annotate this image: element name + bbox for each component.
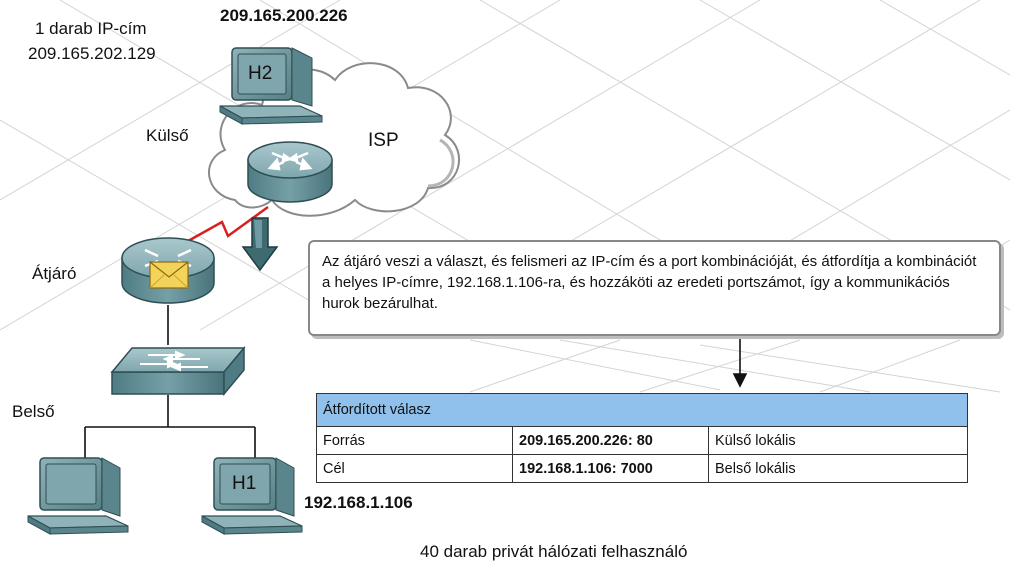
row-scope: Külső lokális — [708, 426, 968, 455]
explanation-callout: Az átjáró veszi a választ, és felismeri … — [308, 240, 1001, 336]
table-header-row: Átfordított válasz — [316, 393, 968, 427]
envelope-icon — [149, 261, 189, 289]
switch-icon — [110, 345, 246, 397]
inside-label: Belső — [12, 402, 55, 421]
callout-to-table-arrow-icon — [732, 337, 748, 388]
gateway-label: Átjáró — [32, 264, 77, 283]
h1-ip-label: 192.168.1.106 — [304, 493, 413, 512]
serial-link — [171, 205, 269, 252]
isp-label: ISP — [368, 130, 399, 151]
host-h2-label: H2 — [248, 63, 273, 84]
row-address: 192.168.1.106: 7000 — [512, 454, 709, 483]
row-address: 209.165.200.226: 80 — [512, 426, 709, 455]
host-h1-label: H1 — [232, 473, 257, 494]
row-label: Cél — [316, 454, 513, 483]
public-ip-count-label: 1 darab IP-cím — [35, 19, 147, 38]
public-ip-label: 209.165.202.129 — [28, 44, 156, 63]
table-row: Forrás 209.165.200.226: 80 Külső lokális — [316, 426, 968, 455]
isp-cloud-shadow — [427, 138, 455, 188]
explanation-text: Az átjáró veszi a választ, és felismeri … — [322, 253, 977, 312]
footer-caption: 40 darab privát hálózati felhasználó — [420, 542, 688, 561]
isp-router-icon — [247, 141, 333, 203]
table-title: Átfordított válasz — [316, 393, 968, 427]
translated-response-table: Átfordított válasz Forrás 209.165.200.22… — [316, 393, 968, 483]
host-h2-icon — [219, 47, 323, 125]
down-arrow-icon — [241, 217, 279, 272]
table-row: Cél 192.168.1.106: 7000 Belső lokális — [316, 454, 968, 483]
h2-ip-label: 209.165.200.226 — [220, 6, 348, 25]
row-label: Forrás — [316, 426, 513, 455]
inside-host-icon — [27, 457, 129, 535]
row-scope: Belső lokális — [708, 454, 968, 483]
outside-label: Külső — [146, 126, 189, 145]
lan-links — [84, 305, 256, 460]
host-h1-icon — [201, 457, 303, 535]
